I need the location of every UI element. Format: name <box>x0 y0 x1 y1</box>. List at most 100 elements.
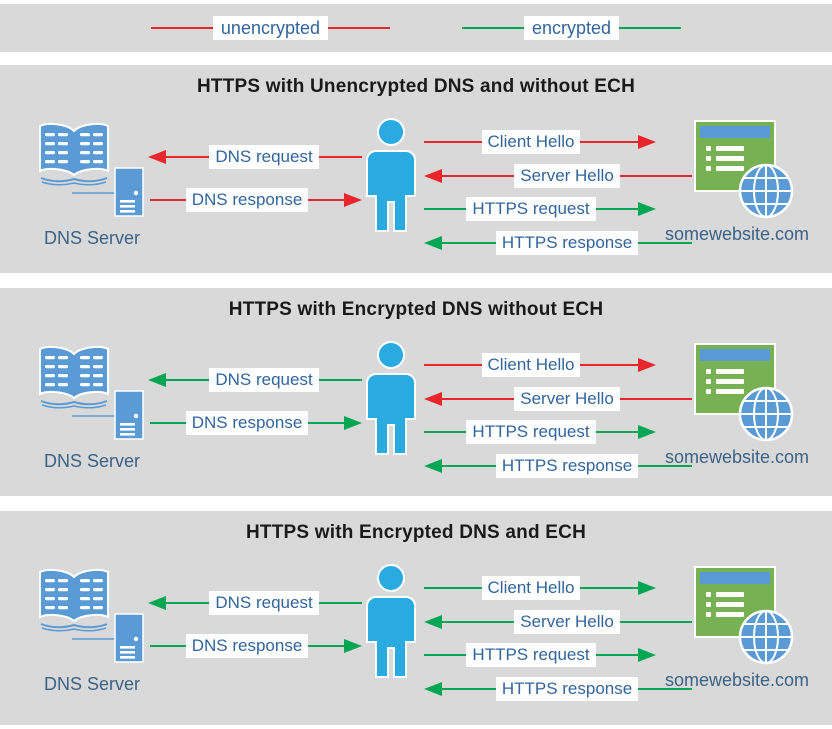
arrow-line <box>638 465 693 467</box>
arrow-label: Server Hello <box>514 387 620 411</box>
arrow-client-hello: Client Hello <box>424 353 656 377</box>
person-icon <box>366 118 416 232</box>
browser-window-icon <box>694 120 776 192</box>
arrow-line <box>442 465 496 467</box>
arrow-label: HTTPS response <box>495 231 639 255</box>
arrow-line <box>308 422 344 424</box>
open-book-icon <box>39 122 109 186</box>
arrow-line <box>619 621 693 623</box>
arrow-line <box>424 208 467 210</box>
arrowhead-left-icon <box>148 596 166 610</box>
arrowhead-right-icon <box>638 135 656 149</box>
globe-icon <box>738 163 794 219</box>
scenario-panel: HTTPS with Encrypted DNS without ECH <box>0 288 832 496</box>
arrow-line <box>424 431 467 433</box>
website-icon <box>694 120 794 219</box>
arrow-label: HTTPS request <box>466 197 596 221</box>
arrow-line <box>595 654 638 656</box>
arrowhead-right-icon <box>638 358 656 372</box>
arrow-label: Client Hello <box>481 353 581 377</box>
arrow-line <box>442 621 515 623</box>
arrow-server-hello: Server Hello <box>424 387 693 411</box>
website-icon <box>694 343 794 442</box>
legend-line-unencrypted <box>328 27 390 29</box>
arrow-client-hello: Client Hello <box>424 130 656 154</box>
dns-connector-line <box>72 415 120 417</box>
legend-label-unencrypted: unencrypted <box>212 15 328 41</box>
arrow-label: Client Hello <box>481 576 581 600</box>
globe-icon <box>738 386 794 442</box>
open-book-icon <box>39 568 109 632</box>
scenario-panel: HTTPS with Unencrypted DNS and without E… <box>0 65 832 273</box>
arrow-line <box>424 654 467 656</box>
arrow-label: DNS response <box>185 634 309 658</box>
dns-server-caption: DNS Server <box>44 451 141 471</box>
arrow-label: HTTPS request <box>466 420 596 444</box>
legend-line-unencrypted <box>150 27 213 29</box>
legend-label-encrypted: encrypted <box>524 15 620 41</box>
arrow-line <box>150 422 186 424</box>
legend-bar: unencrypted encrypted <box>0 4 832 52</box>
arrow-line <box>424 587 482 589</box>
arrow-line <box>619 398 693 400</box>
arrow-line <box>595 208 638 210</box>
arrowhead-right-icon <box>344 193 362 207</box>
arrow-line <box>150 645 186 647</box>
scenario-panel: HTTPS with Encrypted DNS and ECH <box>0 511 832 725</box>
server-icon <box>114 390 144 440</box>
arrow-line <box>166 379 210 381</box>
arrowhead-left-icon <box>424 392 442 406</box>
arrow-line <box>442 398 515 400</box>
arrow-dns-request: DNS request <box>148 145 363 169</box>
arrow-label: DNS request <box>209 591 319 615</box>
arrow-line <box>442 242 496 244</box>
arrow-https-request: HTTPS request <box>424 643 656 667</box>
legend-item-encrypted: encrypted <box>462 15 682 41</box>
panels-container: HTTPS with Unencrypted DNS and without E… <box>0 65 832 725</box>
arrow-line <box>580 587 638 589</box>
person-icon <box>366 341 416 455</box>
panel-title: HTTPS with Encrypted DNS and ECH <box>246 522 586 543</box>
arrow-line <box>638 242 693 244</box>
arrow-line <box>638 688 693 690</box>
website-caption: somewebsite.com <box>664 224 810 244</box>
arrow-line <box>580 141 638 143</box>
arrowhead-left-icon <box>424 236 442 250</box>
arrow-dns-request: DNS request <box>148 368 363 392</box>
panel-title: HTTPS with Encrypted DNS without ECH <box>228 299 604 320</box>
arrow-dns-response: DNS response <box>150 411 362 435</box>
arrow-label: HTTPS response <box>495 454 639 478</box>
server-icon <box>114 613 144 663</box>
arrowhead-left-icon <box>424 169 442 183</box>
legend-item-unencrypted: unencrypted <box>150 15 390 41</box>
dns-server-caption: DNS Server <box>44 228 141 248</box>
arrowhead-right-icon <box>638 648 656 662</box>
dns-server-caption: DNS Server <box>44 674 141 694</box>
open-book-icon <box>39 345 109 409</box>
arrow-https-response: HTTPS response <box>424 454 693 478</box>
arrow-server-hello: Server Hello <box>424 610 693 634</box>
arrow-label: HTTPS response <box>495 677 639 701</box>
arrow-line <box>166 156 210 158</box>
person-icon <box>366 564 416 678</box>
arrow-line <box>166 602 210 604</box>
website-caption: somewebsite.com <box>664 447 810 467</box>
panel-title: HTTPS with Unencrypted DNS and without E… <box>196 76 635 97</box>
arrow-label: DNS response <box>185 411 309 435</box>
arrow-line <box>442 688 496 690</box>
website-caption: somewebsite.com <box>664 670 810 690</box>
arrow-line <box>424 364 482 366</box>
arrow-client-hello: Client Hello <box>424 576 656 600</box>
legend-line-encrypted <box>619 27 682 29</box>
globe-icon <box>738 609 794 665</box>
arrow-dns-response: DNS response <box>150 634 362 658</box>
arrowhead-left-icon <box>424 459 442 473</box>
arrow-label: DNS response <box>185 188 309 212</box>
arrow-line <box>150 199 186 201</box>
arrow-line <box>595 431 638 433</box>
arrow-line <box>308 645 344 647</box>
arrow-label: Server Hello <box>514 610 620 634</box>
arrow-line <box>318 156 363 158</box>
arrowhead-left-icon <box>424 682 442 696</box>
arrowhead-left-icon <box>148 373 166 387</box>
